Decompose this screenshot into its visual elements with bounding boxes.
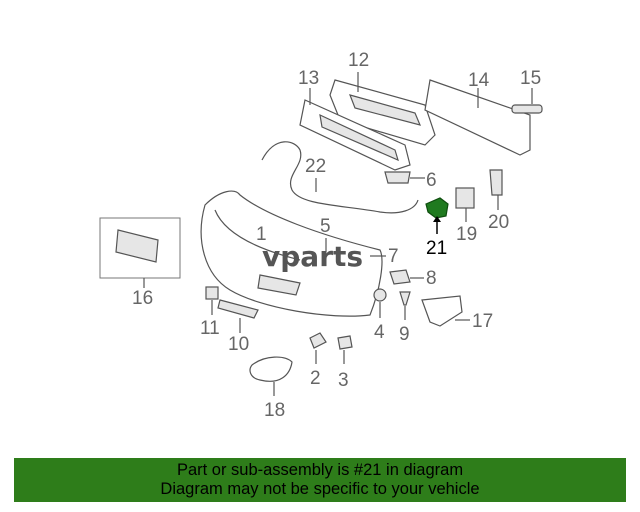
callout-10: 10 bbox=[228, 334, 249, 355]
part-17 bbox=[421, 295, 470, 327]
callout-1: 1 bbox=[256, 224, 267, 245]
part-20 bbox=[489, 169, 503, 210]
callout-7: 7 bbox=[388, 246, 399, 267]
part-4 bbox=[373, 288, 387, 318]
callout-2: 2 bbox=[310, 368, 321, 389]
part-3 bbox=[337, 335, 353, 364]
callout-11: 11 bbox=[200, 318, 220, 339]
part-15-bolt bbox=[511, 88, 543, 114]
callout-19: 19 bbox=[456, 224, 477, 245]
watermark-logo: vparts bbox=[262, 240, 363, 273]
part-11 bbox=[205, 286, 219, 315]
callout-16: 16 bbox=[132, 288, 153, 309]
part-2 bbox=[309, 332, 327, 364]
part-14-reinforcement bbox=[424, 79, 531, 156]
part-12-absorber bbox=[329, 72, 436, 146]
callout-13: 13 bbox=[298, 68, 319, 89]
callout-17: 17 bbox=[472, 311, 493, 332]
callout-6: 6 bbox=[426, 170, 437, 191]
part-6 bbox=[384, 171, 425, 184]
callout-18: 18 bbox=[264, 400, 285, 421]
svg-text:vparts: vparts bbox=[262, 240, 363, 273]
callout-3: 3 bbox=[338, 370, 349, 391]
callout-12: 12 bbox=[348, 50, 369, 71]
callout-5: 5 bbox=[320, 216, 331, 237]
part-21-highlighted bbox=[425, 197, 449, 234]
callout-20: 20 bbox=[488, 212, 509, 233]
callout-21: 21 bbox=[426, 238, 447, 259]
callout-15: 15 bbox=[520, 68, 541, 89]
part-22-wiring bbox=[261, 141, 419, 214]
info-banner: Part or sub-assembly is #21 in diagram D… bbox=[14, 458, 626, 502]
part-16-license-bracket bbox=[99, 217, 181, 288]
part-19 bbox=[455, 187, 475, 222]
part-8 bbox=[389, 269, 424, 285]
part-18 bbox=[249, 356, 293, 396]
part-9 bbox=[399, 291, 411, 320]
parts-diagram: 12 13 14 15 22 6 19 20 21 1 5 7 8 16 17 … bbox=[99, 50, 543, 421]
banner-line-1: Part or sub-assembly is #21 in diagram bbox=[176, 461, 464, 479]
callout-22: 22 bbox=[305, 156, 326, 177]
part-13-absorber bbox=[299, 88, 411, 171]
banner-line-2: Diagram may not be specific to your vehi… bbox=[160, 480, 480, 498]
part-10 bbox=[217, 299, 259, 333]
callout-8: 8 bbox=[426, 268, 437, 289]
callout-14: 14 bbox=[468, 70, 490, 91]
callout-9: 9 bbox=[399, 324, 410, 345]
callout-4: 4 bbox=[374, 322, 385, 343]
